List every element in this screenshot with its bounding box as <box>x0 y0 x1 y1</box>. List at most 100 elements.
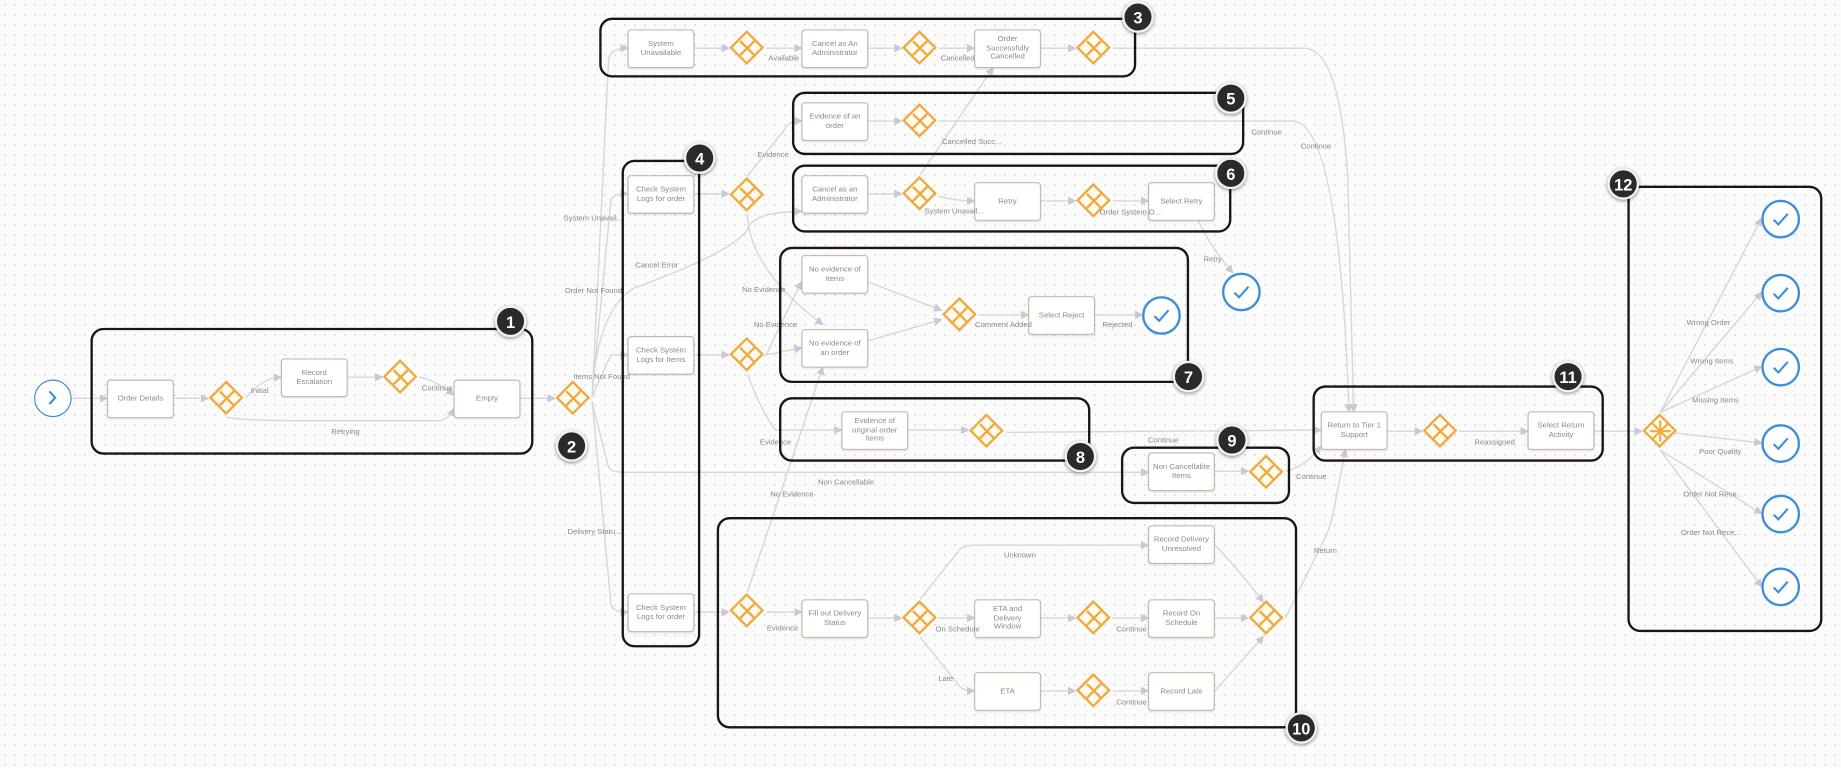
flow-label: Cancelled Succ... <box>942 138 1002 147</box>
sequence-flow[interactable] <box>591 400 629 617</box>
gateway-exclusive[interactable] <box>729 336 767 374</box>
gateway-exclusive[interactable] <box>1075 672 1113 710</box>
sequence-flow[interactable] <box>245 373 283 399</box>
sequence-flow[interactable] <box>1659 449 1763 515</box>
task-check-logs-items[interactable]: Check System Logs for Items <box>627 336 695 375</box>
task-fill-delivery[interactable]: Fill out Delivery Status <box>801 599 869 639</box>
task-cancel-admin-top[interactable]: Cancel as An Administrator <box>801 29 869 69</box>
gateway-exclusive[interactable] <box>382 358 420 396</box>
sequence-flow[interactable] <box>919 540 1150 600</box>
sequence-flow[interactable] <box>1214 635 1265 692</box>
gateway-exclusive[interactable] <box>1248 599 1286 637</box>
gateway-exclusive[interactable] <box>901 102 939 140</box>
gateway-exclusive[interactable] <box>1422 412 1460 450</box>
sequence-flow[interactable] <box>746 366 825 593</box>
gateway-exclusive[interactable] <box>729 29 767 67</box>
task-no-evidence-items[interactable]: No evidence of items <box>801 254 869 294</box>
sequence-flow[interactable] <box>1659 291 1763 413</box>
sequence-flow[interactable] <box>1660 430 1763 447</box>
sequence-flow[interactable] <box>1659 449 1763 588</box>
sequence-flow[interactable] <box>938 195 976 206</box>
flow-label: Continue <box>1296 472 1327 482</box>
group-badge-2: 2 <box>555 430 588 462</box>
task-select-retry[interactable]: Select Retry <box>1147 182 1215 221</box>
task-retry[interactable]: Retry <box>974 182 1042 221</box>
gateway-exclusive[interactable] <box>901 175 939 213</box>
gateway-exclusive[interactable] <box>901 599 939 637</box>
task-record-schedule[interactable]: Record On Schedule <box>1147 599 1215 639</box>
gateway-exclusive[interactable] <box>1075 599 1113 637</box>
end-event[interactable] <box>1761 424 1801 463</box>
checkmark-icon <box>1772 508 1789 521</box>
sequence-flow[interactable] <box>1659 217 1762 413</box>
gateway-parallel[interactable] <box>1641 412 1679 450</box>
gateway-exclusive[interactable] <box>729 176 767 214</box>
x-icon <box>392 369 409 386</box>
start-event[interactable] <box>34 379 72 418</box>
task-select-return[interactable]: Select Return Activity <box>1527 411 1595 451</box>
gateway-exclusive[interactable] <box>968 412 1006 450</box>
sequence-flow[interactable] <box>1214 544 1264 603</box>
sequence-flow[interactable] <box>765 280 803 356</box>
sequence-flow[interactable] <box>591 189 629 394</box>
sequence-flow[interactable] <box>765 345 803 356</box>
sequence-flow[interactable] <box>938 120 1353 413</box>
sequence-flow[interactable] <box>746 116 803 177</box>
task-evidence-of-order[interactable]: Evidence of an order <box>801 102 869 141</box>
gateway-exclusive[interactable] <box>555 380 593 418</box>
sequence-flow[interactable] <box>1197 220 1234 274</box>
task-check-logs-order-2[interactable]: Check System Logs for order <box>627 593 695 633</box>
asterisk-icon <box>1649 420 1671 442</box>
task-order-cancelled[interactable]: Order Successfully Cancelled <box>974 29 1042 69</box>
sequence-flow[interactable] <box>868 281 943 312</box>
task-select-reject[interactable]: Select Reject <box>1028 296 1096 335</box>
task-return-tier1[interactable]: Return to Tier 1 Support <box>1320 411 1388 451</box>
task-record-late[interactable]: Record Late <box>1147 672 1215 711</box>
gateway-exclusive[interactable] <box>1075 182 1113 220</box>
group-outline-6 <box>791 164 1232 233</box>
group-badge-6: 6 <box>1214 157 1247 190</box>
sequence-flow[interactable] <box>868 317 943 342</box>
end-event[interactable] <box>1761 199 1801 239</box>
checkmark-icon <box>1233 285 1250 299</box>
gateway-exclusive[interactable] <box>901 29 939 67</box>
task-evidence-original[interactable]: Evidence of original order items <box>841 411 909 451</box>
task-no-evidence-order[interactable]: No evidence of an order <box>801 329 869 368</box>
task-order-details[interactable]: Order Details <box>106 379 174 419</box>
sequence-flow[interactable] <box>919 636 976 696</box>
chevron-right-icon <box>48 390 57 405</box>
task-record-unresolved[interactable]: Record Delivery Unresolved <box>1147 525 1215 564</box>
sequence-flow[interactable] <box>919 66 994 176</box>
sequence-flow[interactable] <box>1284 448 1349 619</box>
task-system-unavailable[interactable]: System Unavailable <box>627 29 695 69</box>
sequence-flow[interactable] <box>1659 365 1763 414</box>
sequence-flow[interactable] <box>591 402 1150 477</box>
sequence-flow[interactable] <box>226 407 455 422</box>
x-icon <box>1086 40 1102 57</box>
end-event[interactable] <box>1222 272 1261 312</box>
task-non-cancellable[interactable]: Non Cancellable Items <box>1147 452 1215 492</box>
task-check-logs-order-1[interactable]: Check System Logs for order <box>627 175 695 214</box>
task-eta-window[interactable]: ETA and Delivery Window <box>974 599 1042 639</box>
sequence-flow[interactable] <box>419 376 455 396</box>
task-cancel-admin[interactable]: Cancel as an Administrator <box>801 175 869 214</box>
end-event[interactable] <box>1761 567 1801 607</box>
sequence-flow[interactable] <box>746 373 843 435</box>
gateway-exclusive[interactable] <box>1075 29 1113 67</box>
task-record-escalation[interactable]: Record Escalation <box>280 358 348 398</box>
end-event[interactable] <box>1761 494 1801 534</box>
gateway-exclusive[interactable] <box>729 592 767 630</box>
gateway-exclusive[interactable] <box>208 380 246 418</box>
end-event[interactable] <box>1761 347 1801 387</box>
sequence-flow[interactable] <box>591 43 629 399</box>
flow-label: No Evidence <box>770 490 814 499</box>
sequence-flow[interactable] <box>1005 425 1323 435</box>
gateway-exclusive[interactable] <box>1248 454 1286 492</box>
sequence-flow[interactable] <box>1112 47 1358 413</box>
end-event[interactable] <box>1761 273 1801 313</box>
gateway-exclusive[interactable] <box>941 296 979 334</box>
task-empty[interactable]: Empty <box>453 379 521 419</box>
end-event[interactable] <box>1142 296 1181 335</box>
task-eta[interactable]: ETA <box>974 672 1042 711</box>
